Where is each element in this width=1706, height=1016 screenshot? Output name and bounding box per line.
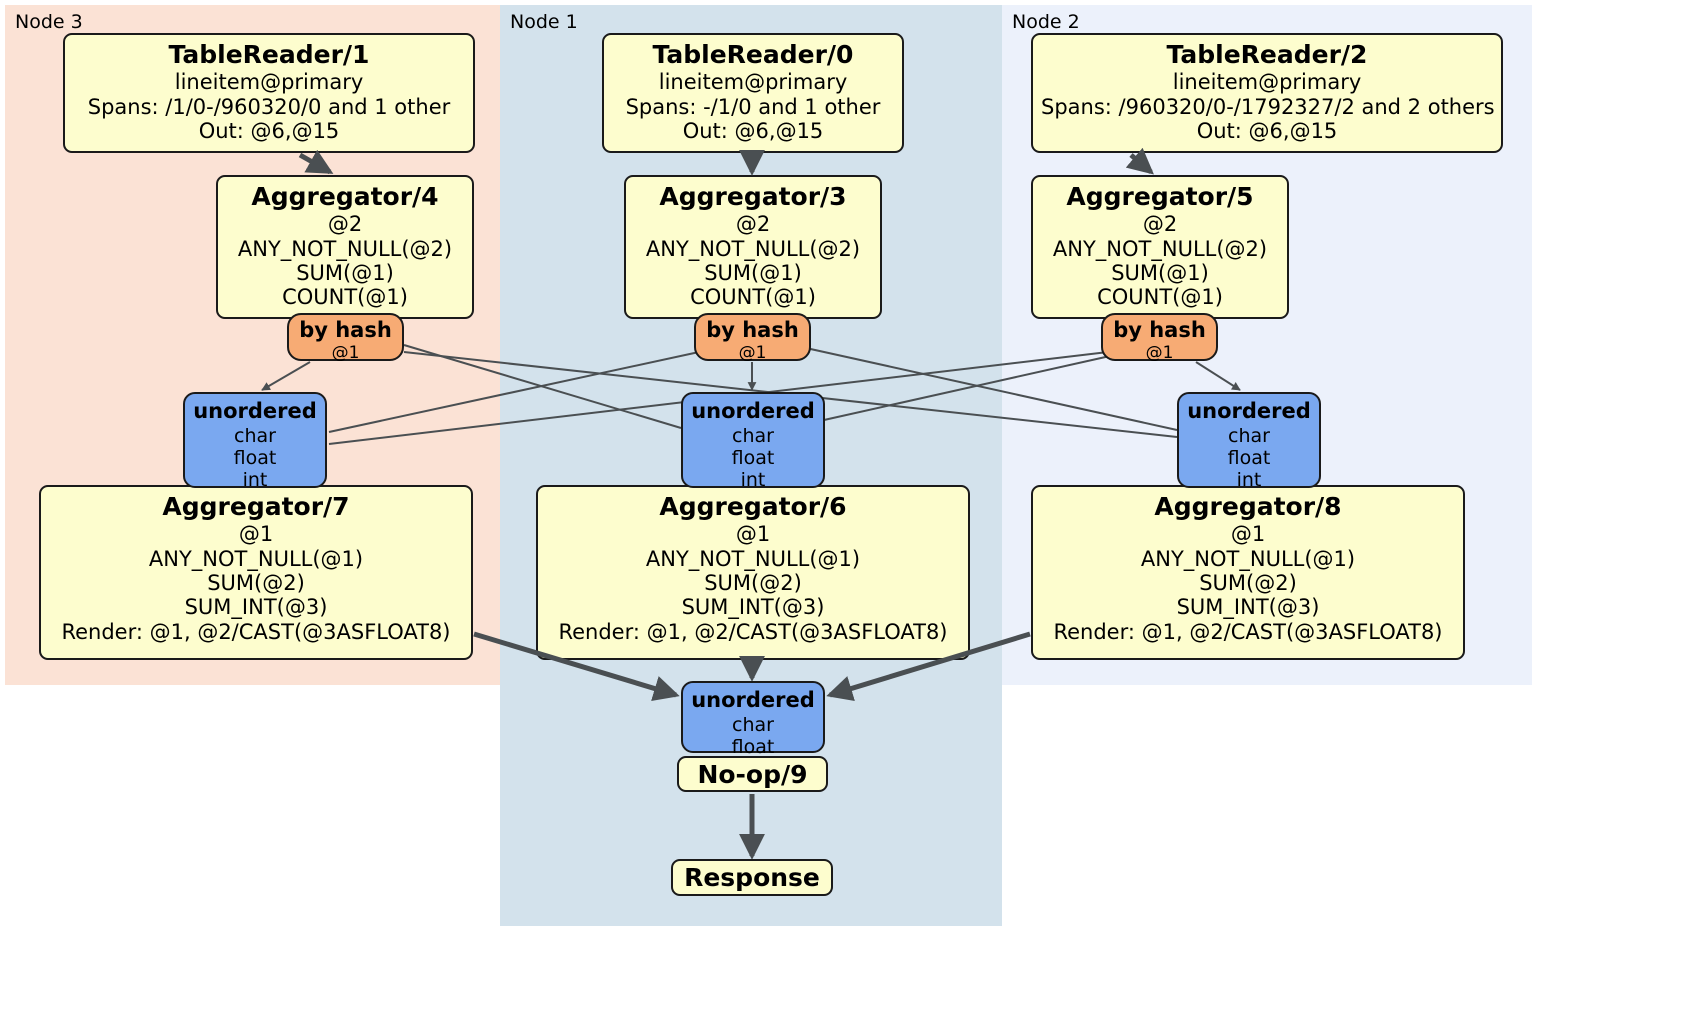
aggregator-3-func-2: SUM(@1): [704, 260, 802, 285]
router-by-hash-3-column: @1: [738, 343, 767, 364]
synchronizer-unordered-8-type-3: int: [1236, 469, 1262, 492]
synchronizer-unordered-7-type-1: char: [234, 424, 276, 447]
table-reader-2-source: lineitem@primary: [1172, 70, 1362, 95]
aggregator-6-func-2: SUM(@2): [704, 570, 802, 595]
aggregator-5-func-2: SUM(@1): [1111, 260, 1209, 285]
aggregator-8-func-3: SUM_INT(@3): [1176, 595, 1320, 620]
aggregator-5-title: Aggregator/5: [1066, 182, 1254, 211]
aggregator-3-func-3: COUNT(@1): [690, 285, 816, 310]
table-reader-1-spans: Spans: /1/0-/960320/0 and 1 other: [87, 94, 451, 119]
node-panel-label: Node 1: [510, 11, 578, 33]
table-reader-0-title: TableReader/0: [652, 40, 854, 69]
aggregator-7-func-3: SUM_INT(@3): [184, 595, 328, 620]
aggregator-7-func-1: ANY_NOT_NULL(@1): [148, 546, 364, 571]
router-by-hash-3[interactable]: by hash @1: [694, 313, 811, 364]
router-by-hash-5-column: @1: [1145, 343, 1174, 364]
table-reader-2-out: Out: @6,@15: [1196, 118, 1338, 143]
table-reader-0-out: Out: @6,@15: [682, 118, 824, 143]
aggregator-4-title: Aggregator/4: [251, 182, 439, 211]
table-reader-2-box[interactable]: TableReader/2 lineitem@primary Spans: /9…: [1031, 33, 1503, 153]
aggregator-5-group: @2: [1142, 212, 1178, 237]
aggregator-7-title: Aggregator/7: [162, 492, 350, 521]
aggregator-8-func-1: ANY_NOT_NULL(@1): [1140, 546, 1356, 571]
synchronizer-unordered-final-type-1: char: [732, 713, 774, 736]
table-reader-1-source: lineitem@primary: [174, 70, 364, 95]
node-panel-label: Node 2: [1012, 11, 1080, 33]
table-reader-2-title: TableReader/2: [1166, 40, 1368, 69]
aggregator-6-func-3: SUM_INT(@3): [681, 595, 825, 620]
synchronizer-unordered-8[interactable]: unordered char float int: [1177, 392, 1321, 492]
aggregator-5-func-1: ANY_NOT_NULL(@2): [1052, 236, 1268, 261]
synchronizer-unordered-final-title: unordered: [691, 688, 815, 712]
aggregator-6-box[interactable]: Aggregator/6 @1 ANY_NOT_NULL(@1) SUM(@2)…: [536, 485, 970, 660]
aggregator-8-box[interactable]: Aggregator/8 @1 ANY_NOT_NULL(@1) SUM(@2)…: [1031, 485, 1465, 660]
router-by-hash-5[interactable]: by hash @1: [1101, 313, 1218, 364]
synchronizer-unordered-6-type-3: int: [740, 469, 766, 492]
aggregator-5-box[interactable]: Aggregator/5 @2 ANY_NOT_NULL(@2) SUM(@1)…: [1031, 175, 1289, 319]
synchronizer-unordered-7-type-3: int: [242, 469, 268, 492]
aggregator-4-box[interactable]: Aggregator/4 @2 ANY_NOT_NULL(@2) SUM(@1)…: [216, 175, 474, 319]
aggregator-6-group: @1: [735, 522, 771, 547]
no-op-9-title: No-op/9: [697, 760, 808, 789]
synchronizer-unordered-7[interactable]: unordered char float int: [183, 392, 327, 492]
router-by-hash-5-title: by hash: [1113, 318, 1206, 342]
aggregator-3-func-1: ANY_NOT_NULL(@2): [645, 236, 861, 261]
synchronizer-unordered-6[interactable]: unordered char float int: [681, 392, 825, 492]
aggregator-8-title: Aggregator/8: [1154, 492, 1342, 521]
aggregator-5-func-3: COUNT(@1): [1097, 285, 1223, 310]
response-box[interactable]: Response: [671, 859, 833, 896]
table-reader-2-spans: Spans: /960320/0-/1792327/2 and 2 others: [1041, 94, 1495, 119]
aggregator-6-render: Render: @1, @2/CAST(@3ASFLOAT8): [558, 619, 948, 644]
aggregator-8-group: @1: [1230, 522, 1266, 547]
table-reader-0-spans: Spans: -/1/0 and 1 other: [625, 94, 881, 119]
aggregator-4-func-1: ANY_NOT_NULL(@2): [237, 236, 453, 261]
synchronizer-unordered-7-type-2: float: [233, 447, 277, 470]
response-title: Response: [684, 863, 820, 892]
no-op-9-box[interactable]: No-op/9: [677, 756, 828, 792]
aggregator-4-func-3: COUNT(@1): [282, 285, 408, 310]
aggregator-8-render: Render: @1, @2/CAST(@3ASFLOAT8): [1053, 619, 1443, 644]
synchronizer-unordered-8-title: unordered: [1187, 399, 1311, 423]
router-by-hash-4-column: @1: [331, 343, 360, 364]
aggregator-4-group: @2: [327, 212, 363, 237]
router-by-hash-4[interactable]: by hash @1: [287, 313, 404, 364]
synchronizer-unordered-8-type-1: char: [1228, 424, 1270, 447]
router-by-hash-4-title: by hash: [299, 318, 392, 342]
table-reader-1-out: Out: @6,@15: [198, 118, 340, 143]
aggregator-7-box[interactable]: Aggregator/7 @1 ANY_NOT_NULL(@1) SUM(@2)…: [39, 485, 473, 660]
synchronizer-unordered-6-type-2: float: [731, 447, 775, 470]
synchronizer-unordered-final[interactable]: unordered char float: [681, 681, 825, 758]
synchronizer-unordered-final-type-2: float: [731, 736, 775, 759]
node-panel-label: Node 3: [15, 11, 83, 33]
aggregator-7-render: Render: @1, @2/CAST(@3ASFLOAT8): [61, 619, 451, 644]
aggregator-7-group: @1: [238, 522, 274, 547]
table-reader-0-source: lineitem@primary: [658, 70, 848, 95]
aggregator-7-func-2: SUM(@2): [207, 570, 305, 595]
synchronizer-unordered-7-title: unordered: [193, 399, 317, 423]
router-by-hash-3-title: by hash: [706, 318, 799, 342]
aggregator-6-title: Aggregator/6: [659, 492, 847, 521]
aggregator-8-func-2: SUM(@2): [1199, 570, 1297, 595]
aggregator-4-func-2: SUM(@1): [296, 260, 394, 285]
synchronizer-unordered-8-type-2: float: [1227, 447, 1271, 470]
aggregator-3-group: @2: [735, 212, 771, 237]
aggregator-6-func-1: ANY_NOT_NULL(@1): [645, 546, 861, 571]
aggregator-3-box[interactable]: Aggregator/3 @2 ANY_NOT_NULL(@2) SUM(@1)…: [624, 175, 882, 319]
aggregator-3-title: Aggregator/3: [659, 182, 847, 211]
table-reader-1-title: TableReader/1: [168, 40, 370, 69]
table-reader-1-box[interactable]: TableReader/1 lineitem@primary Spans: /1…: [63, 33, 475, 153]
synchronizer-unordered-6-type-1: char: [732, 424, 774, 447]
synchronizer-unordered-6-title: unordered: [691, 399, 815, 423]
table-reader-0-box[interactable]: TableReader/0 lineitem@primary Spans: -/…: [602, 33, 904, 153]
